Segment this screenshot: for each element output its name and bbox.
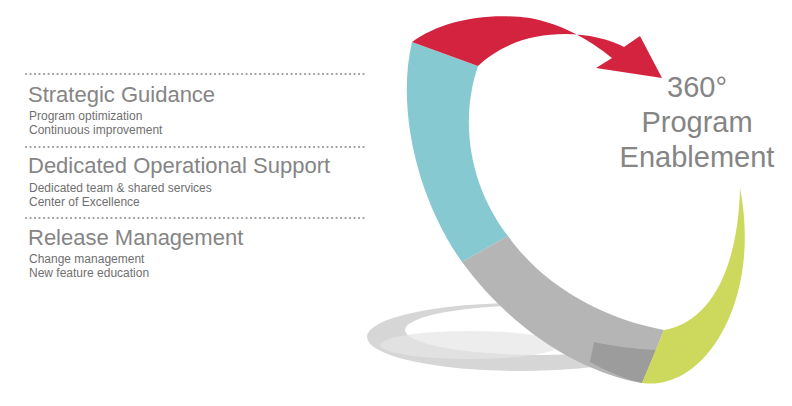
section-heading: Dedicated Operational Support bbox=[28, 153, 330, 178]
dotted-separators bbox=[26, 74, 365, 218]
dotted-line bbox=[26, 217, 365, 219]
section-item: Dedicated team & shared services bbox=[29, 182, 212, 196]
red-arrow-segment bbox=[412, 16, 662, 78]
shadow-highlight bbox=[380, 331, 560, 359]
green-segment bbox=[642, 188, 745, 384]
section-item: New feature education bbox=[29, 267, 149, 281]
section-item: Change management bbox=[29, 253, 144, 267]
section-heading: Strategic Guidance bbox=[28, 82, 215, 107]
section-item: Program optimization bbox=[29, 110, 142, 124]
section-heading: Release Management bbox=[28, 225, 243, 250]
cycle-title: 360° Program Enablement bbox=[608, 70, 786, 174]
grey-segment bbox=[462, 236, 664, 383]
dotted-line bbox=[26, 146, 365, 148]
section-item: Center of Excellence bbox=[29, 196, 140, 210]
dotted-line bbox=[26, 73, 365, 75]
section-item: Continuous improvement bbox=[29, 124, 162, 138]
teal-segment bbox=[407, 42, 508, 262]
